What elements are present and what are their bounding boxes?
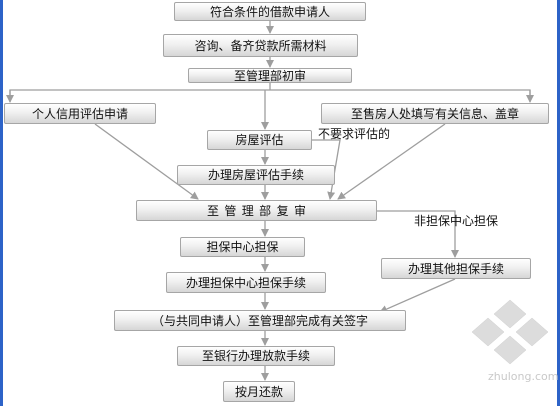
node-house-eval-procedures: 办理房屋评估手续 [177,165,335,185]
right-edge-bar [557,0,560,406]
watermark-logo [471,299,549,365]
watermark-text: zhulong.com [488,370,559,383]
node-re-review: 至管理部复审 [136,200,377,221]
arrow-other-to-signing [379,278,456,313]
node-bank-procedures: 至银行办理放款手续 [177,346,335,366]
note-non-guarantee-center: 非担保中心担保 [414,214,499,228]
node-credit-eval: 个人信用评估申请 [4,103,156,124]
arrow-credit-to-rereview [94,123,199,200]
node-initial-review: 至管理部初审 [188,68,352,83]
arrow-rereview-to-other [377,210,459,258]
left-edge-bar [0,0,3,406]
node-qualified-applicant: 符合条件的借款申请人 [174,2,366,21]
node-guarantee-center: 担保中心担保 [180,237,305,257]
node-signing: （与共同申请人）至管理部完成有关签字 [114,310,406,331]
note-no-eval-required: 不要求评估的 [318,127,391,141]
node-consult-prepare: 咨询、备齐贷款所需材料 [163,34,358,57]
node-house-eval: 房屋评估 [207,130,312,150]
node-monthly-repay: 按月还款 [223,381,295,402]
node-other-guarantee: 办理其他担保手续 [381,258,531,279]
node-guarantee-procedures: 办理担保中心担保手续 [166,272,326,293]
node-seller-info: 至售房人处填写有关信息、盖章 [321,103,549,124]
arrow-seller-to-rereview [337,123,446,200]
branch-line-from-initial [9,89,531,99]
